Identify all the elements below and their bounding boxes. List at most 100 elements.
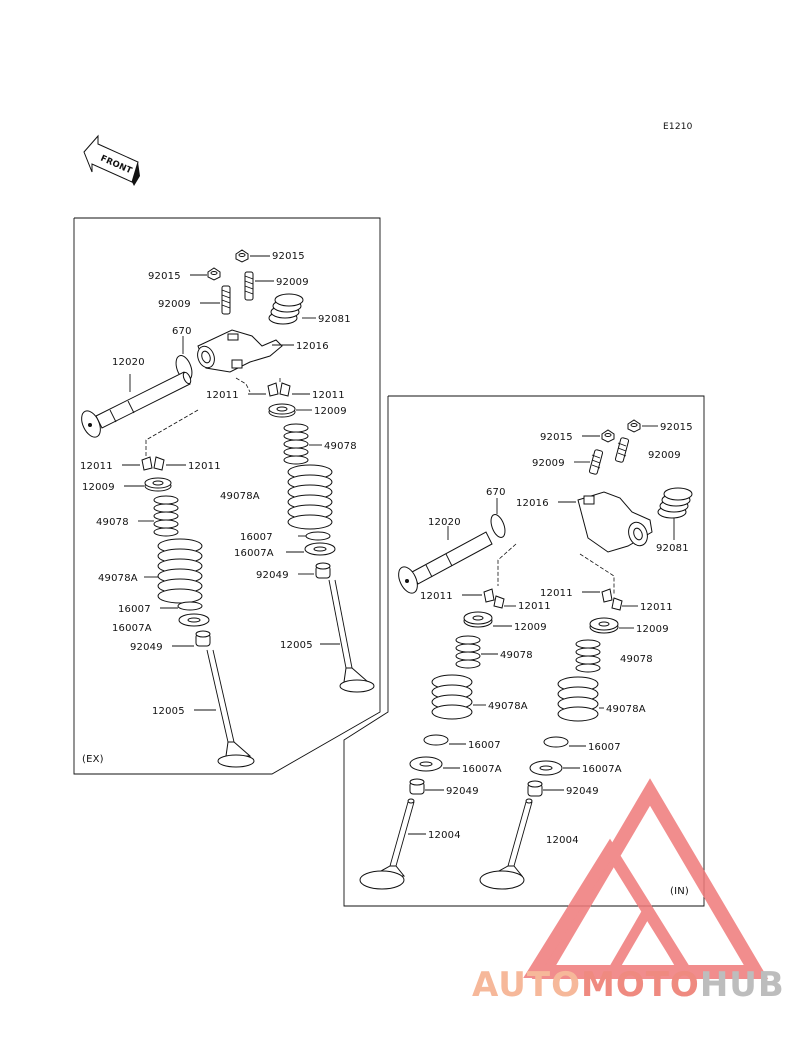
exhaust-valve-icon xyxy=(206,649,255,768)
in-label-12011-a: 12011 xyxy=(420,591,453,602)
ex-panel-tag: (EX) xyxy=(82,754,104,765)
spring-seat-icon xyxy=(304,542,336,556)
in-label-16007-b: 16007 xyxy=(588,742,621,753)
ex-panel-border xyxy=(73,217,381,775)
valve-keeper-icon xyxy=(483,588,505,609)
diagram-id: E1210 xyxy=(663,122,693,132)
ex-label-92009-a: 92009 xyxy=(276,277,309,288)
spring-seat-icon xyxy=(529,760,563,776)
in-label-12009-b: 12009 xyxy=(636,624,669,635)
rocker-spring-icon xyxy=(268,293,304,325)
ex-label-16007A-b: 16007A xyxy=(112,623,152,634)
inner-valve-spring-icon xyxy=(153,495,179,537)
in-label-92081: 92081 xyxy=(656,543,689,554)
nut-icon xyxy=(207,267,221,281)
spring-seat-icon xyxy=(423,734,449,746)
in-label-49078A-b: 49078A xyxy=(606,704,646,715)
spring-seat-icon xyxy=(177,601,203,611)
watermark-moto: MOTO xyxy=(581,965,700,1005)
stem-seal-icon xyxy=(527,780,543,797)
stem-seal-icon xyxy=(195,630,211,647)
automotohub-wordmark: AUTOMOTOHUB xyxy=(472,965,785,1005)
in-label-92009-a: 92009 xyxy=(532,458,565,469)
in-panel-border xyxy=(343,395,705,907)
rocker-shaft-icon xyxy=(398,531,493,594)
valve-keeper-icon xyxy=(267,382,291,397)
in-label-49078-b: 49078 xyxy=(620,654,653,665)
stem-seal-icon xyxy=(409,778,425,795)
in-label-49078-a: 49078 xyxy=(500,650,533,661)
inner-valve-spring-icon xyxy=(283,423,309,465)
nut-icon xyxy=(627,419,641,433)
ex-label-12011-a: 12011 xyxy=(206,390,239,401)
in-label-12009-a: 12009 xyxy=(514,622,547,633)
adjuster-screw-icon xyxy=(614,437,630,463)
in-label-12011-b: 12011 xyxy=(518,601,551,612)
rocker-arm-icon xyxy=(577,491,653,553)
rocker-arm-icon xyxy=(197,329,283,373)
ex-label-49078-b: 49078 xyxy=(96,517,129,528)
outer-valve-spring-icon xyxy=(287,464,333,530)
ex-label-16007A-a: 16007A xyxy=(234,548,274,559)
front-arrow-icon: FRONT xyxy=(83,134,140,186)
ex-label-49078A-a: 49078A xyxy=(220,491,260,502)
in-label-12004-b: 12004 xyxy=(546,835,579,846)
in-label-92049-b: 92049 xyxy=(566,786,599,797)
ex-label-92081: 92081 xyxy=(318,314,351,325)
ex-label-12020: 12020 xyxy=(112,357,145,368)
in-label-92015-b: 92015 xyxy=(660,422,693,433)
outer-valve-spring-icon xyxy=(557,676,599,722)
in-label-49078A-a: 49078A xyxy=(488,701,528,712)
inner-valve-spring-icon xyxy=(455,635,481,669)
in-label-92015-a: 92015 xyxy=(540,432,573,443)
ex-label-12005-b: 12005 xyxy=(152,706,185,717)
exhaust-valve-icon xyxy=(328,579,375,693)
spring-retainer-icon xyxy=(268,403,296,418)
in-label-16007-a: 16007 xyxy=(468,740,501,751)
ex-label-12011-b: 12011 xyxy=(312,390,345,401)
inner-valve-spring-icon xyxy=(575,639,601,673)
adjuster-screw-icon xyxy=(588,449,604,475)
spring-retainer-icon xyxy=(144,477,172,492)
in-label-12004-a: 12004 xyxy=(428,830,461,841)
intake-valve-icon xyxy=(359,798,415,890)
rocker-spring-icon xyxy=(657,487,693,519)
spring-retainer-icon xyxy=(589,617,619,634)
ex-label-16007-b: 16007 xyxy=(118,604,151,615)
in-panel: (IN) 92015 92015 92009 92009 670 xyxy=(343,395,705,907)
in-label-12011-c: 12011 xyxy=(540,588,573,599)
spring-retainer-icon xyxy=(463,611,493,628)
intake-valve-icon xyxy=(479,798,533,890)
ex-label-92049-a: 92049 xyxy=(256,570,289,581)
adjuster-screw-icon xyxy=(221,285,231,315)
nut-icon xyxy=(235,249,249,263)
ex-label-92015-a: 92015 xyxy=(272,251,305,262)
ex-label-12011-d: 12011 xyxy=(188,461,221,472)
ex-label-12005-a: 12005 xyxy=(280,640,313,651)
valve-keeper-icon xyxy=(601,588,623,611)
in-panel-tag: (IN) xyxy=(670,886,689,897)
in-label-12020: 12020 xyxy=(428,517,461,528)
ex-label-16007-a: 16007 xyxy=(240,532,273,543)
spring-seat-icon xyxy=(543,736,569,748)
o-ring-icon xyxy=(490,514,506,538)
ex-label-12009-a: 12009 xyxy=(314,406,347,417)
in-label-92049-a: 92049 xyxy=(446,786,479,797)
valve-keeper-icon xyxy=(141,456,165,471)
rocker-shaft-icon xyxy=(81,371,192,438)
automotohub-logo xyxy=(523,778,769,979)
ex-label-12011-c: 12011 xyxy=(80,461,113,472)
ex-label-12009-b: 12009 xyxy=(82,482,115,493)
adjuster-screw-icon xyxy=(244,271,254,301)
ex-label-670: 670 xyxy=(172,326,192,337)
nut-icon xyxy=(601,429,615,443)
ex-label-49078-a: 49078 xyxy=(324,441,357,452)
ex-label-92049-b: 92049 xyxy=(130,642,163,653)
outer-valve-spring-icon xyxy=(431,674,473,720)
watermark-hub: HUB xyxy=(700,965,785,1005)
ex-panel: (EX) 92015 92015 92009 92009 xyxy=(73,217,381,775)
in-label-12011-d: 12011 xyxy=(640,602,673,613)
ex-label-92015-b: 92015 xyxy=(148,271,181,282)
ex-label-49078A-b: 49078A xyxy=(98,573,138,584)
